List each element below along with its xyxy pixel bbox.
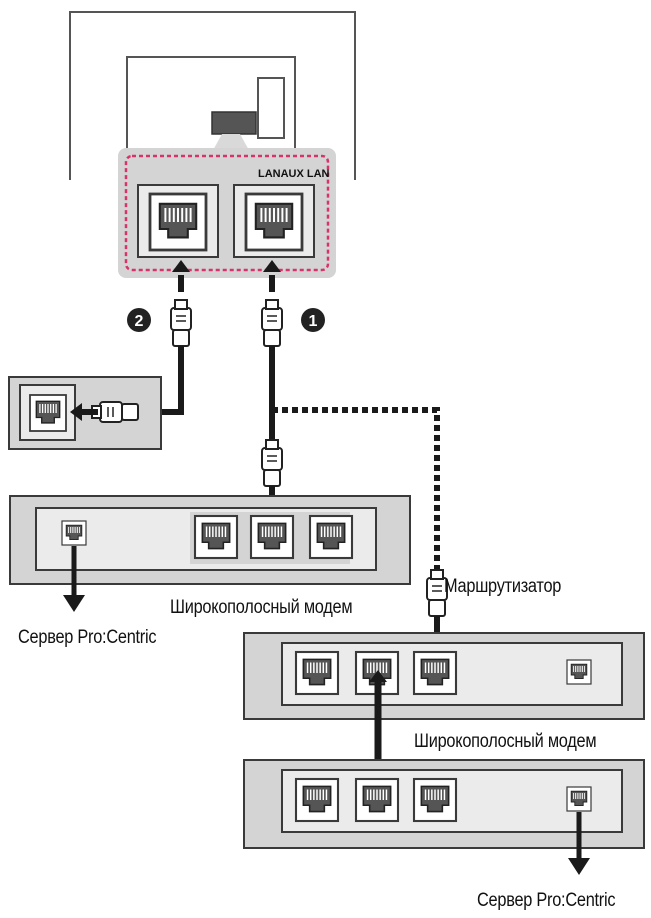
rj45-port-icon bbox=[29, 394, 67, 432]
rj45-plug-icon bbox=[261, 299, 283, 347]
rj45-port-icon bbox=[148, 192, 208, 252]
rj45-port-icon bbox=[566, 659, 592, 685]
numbered-circle-icon bbox=[301, 308, 325, 332]
broadband-modem-3 bbox=[243, 759, 645, 875]
rj45-port-icon bbox=[412, 650, 458, 696]
arrow-down-icon bbox=[63, 595, 85, 612]
server-2-label: Сервер Pro:Centric bbox=[477, 890, 616, 911]
port-header-label: LANAUX LAN bbox=[258, 168, 330, 180]
router-label: Маршрутизатор bbox=[444, 576, 562, 597]
rj45-port-icon bbox=[294, 777, 340, 823]
rj45-port-icon bbox=[294, 650, 340, 696]
modem-2-label: Широкополосный модем bbox=[414, 731, 597, 752]
rj45-port-icon bbox=[193, 514, 239, 560]
step-2-marker: 2 bbox=[127, 308, 151, 332]
rj45-plug-icon bbox=[261, 439, 283, 487]
lan-port-panel bbox=[118, 148, 336, 278]
rj45-port-icon bbox=[566, 786, 592, 812]
rj45-plug-icon bbox=[170, 299, 192, 347]
modem-1-label: Широкополосный модем bbox=[170, 597, 353, 618]
step-1-number: 1 bbox=[309, 313, 318, 330]
arrow-down-icon bbox=[568, 858, 590, 875]
numbered-circle-icon bbox=[127, 308, 151, 332]
cable-aux-lan bbox=[157, 260, 192, 415]
wall-socket bbox=[8, 376, 162, 450]
rj45-port-icon bbox=[308, 514, 354, 560]
broadband-modem-1 bbox=[9, 495, 411, 612]
rj45-port-icon bbox=[249, 514, 295, 560]
server-1-label: Сервер Pro:Centric bbox=[18, 627, 157, 648]
rj45-port-icon bbox=[412, 777, 458, 823]
rj45-port-icon bbox=[244, 192, 304, 252]
step-2-number: 2 bbox=[135, 313, 144, 330]
rj45-port-icon bbox=[354, 777, 400, 823]
step-1-marker: 1 bbox=[301, 308, 325, 332]
broadband-modem-2 bbox=[243, 632, 645, 720]
cable-lan bbox=[261, 260, 283, 514]
rj45-port-icon bbox=[61, 520, 87, 546]
rj45-plug-icon bbox=[91, 401, 139, 423]
